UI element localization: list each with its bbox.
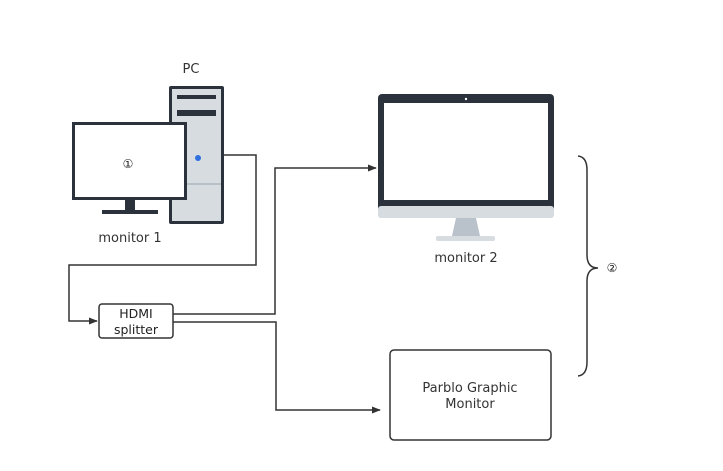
hdmi-splitter-label-line1: HDMI <box>119 306 153 321</box>
parblo-monitor-label-line2: Monitor <box>445 397 495 412</box>
connector-splitter-to-parblo <box>173 321 381 414</box>
monitor-1-icon <box>72 122 187 214</box>
power-led-icon <box>195 155 201 161</box>
hdmi-splitter-label-line2: splitter <box>114 322 159 337</box>
monitor-1-marker: ① <box>123 157 134 171</box>
monitor-2-icon <box>378 94 554 241</box>
group-brace <box>577 155 599 377</box>
parblo-monitor-box <box>389 349 552 441</box>
camera-dot-icon <box>464 97 468 101</box>
hdmi-splitter-box <box>98 303 174 339</box>
monitor-1-label: monitor 1 <box>98 231 161 246</box>
monitor-2-label: monitor 2 <box>434 251 497 266</box>
parblo-monitor-label-line1: Parblo Graphic <box>422 381 517 396</box>
connector-splitter-to-monitor-2 <box>173 164 377 315</box>
connector-pc-to-splitter <box>68 154 257 325</box>
group-marker: ② <box>607 261 618 275</box>
pc-label: PC <box>183 62 200 77</box>
